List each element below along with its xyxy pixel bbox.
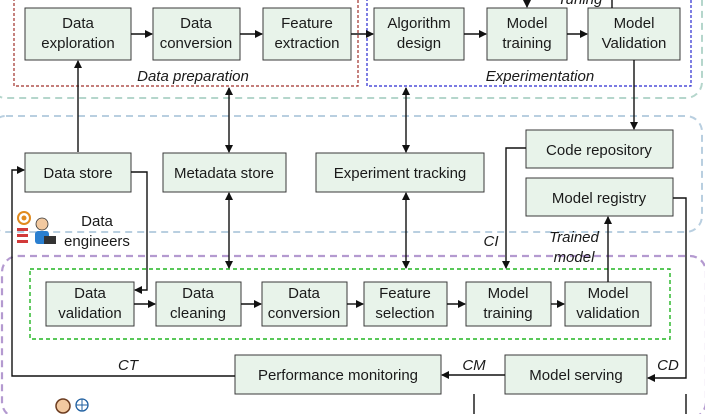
svg-text:design: design bbox=[397, 35, 441, 52]
svg-text:Code repository: Code repository bbox=[546, 142, 652, 159]
performance-monitoring-node: Performance monitoring bbox=[234, 354, 442, 395]
data-preparation-caption: Data preparation bbox=[137, 68, 249, 85]
svg-text:Model: Model bbox=[507, 15, 548, 32]
svg-text:Feature: Feature bbox=[281, 15, 333, 32]
feature-extraction-node: Feature extraction bbox=[262, 7, 352, 61]
ml-engineer-icon bbox=[55, 398, 89, 414]
data-conversion-top-node: Data conversion bbox=[152, 7, 241, 61]
data-engineers-icon bbox=[17, 211, 56, 244]
model-serving-node: Model serving bbox=[504, 354, 648, 395]
svg-text:Model: Model bbox=[488, 285, 529, 302]
svg-text:Data: Data bbox=[288, 285, 320, 302]
svg-text:Metadata store: Metadata store bbox=[174, 165, 274, 182]
data-store-node: Data store bbox=[24, 152, 132, 193]
experiment-tracking-node: Experiment tracking bbox=[315, 152, 485, 193]
svg-text:extraction: extraction bbox=[274, 35, 339, 52]
data-cleaning-node: Data cleaning bbox=[155, 281, 242, 327]
model-validation-top-node: Model Validation bbox=[587, 7, 681, 61]
section-top bbox=[0, 0, 703, 99]
svg-text:validation: validation bbox=[576, 305, 639, 322]
model-registry-node: Model registry bbox=[525, 177, 674, 217]
svg-text:selection: selection bbox=[375, 305, 434, 322]
pipeline-group bbox=[29, 268, 671, 340]
metadata-store-node: Metadata store bbox=[162, 152, 287, 193]
svg-text:Validation: Validation bbox=[602, 35, 667, 52]
model-validation-bottom-node: Model validation bbox=[564, 281, 652, 327]
experimentation-caption: Experimentation bbox=[486, 68, 594, 85]
svg-text:Model: Model bbox=[614, 15, 655, 32]
svg-text:training: training bbox=[502, 35, 551, 52]
edge-coderepo-pipeline bbox=[502, 147, 526, 269]
svg-text:cleaning: cleaning bbox=[170, 305, 226, 322]
tuning-caption: Tuning bbox=[558, 0, 603, 8]
algorithm-design-node: Algorithm design bbox=[373, 7, 465, 61]
model-training-top-node: Model training bbox=[486, 7, 568, 61]
cm-label: CM bbox=[462, 357, 486, 374]
cd-label: CD bbox=[657, 357, 679, 374]
svg-text:Model registry: Model registry bbox=[552, 190, 647, 207]
svg-text:validation: validation bbox=[58, 305, 121, 322]
svg-text:Data store: Data store bbox=[43, 165, 112, 182]
svg-text:conversion: conversion bbox=[160, 35, 233, 52]
svg-text:Data: Data bbox=[62, 15, 94, 32]
svg-text:exploration: exploration bbox=[41, 35, 114, 52]
trained-model-label-2: model bbox=[554, 249, 596, 266]
trained-model-label-1: Trained bbox=[549, 229, 599, 246]
code-repository-node: Code repository bbox=[525, 129, 674, 169]
experimentation-group bbox=[366, 0, 692, 87]
section-middle bbox=[0, 115, 703, 233]
edge-registry-serving bbox=[647, 197, 687, 382]
svg-text:conversion: conversion bbox=[268, 305, 341, 322]
svg-text:Performance monitoring: Performance monitoring bbox=[258, 367, 418, 384]
data-exploration-node: Data exploration bbox=[24, 7, 132, 61]
svg-text:Model: Model bbox=[588, 285, 629, 302]
svg-text:Data: Data bbox=[180, 15, 212, 32]
data-engineers-label-1: Data bbox=[81, 213, 113, 230]
svg-text:Experiment tracking: Experiment tracking bbox=[334, 165, 467, 182]
svg-text:Data: Data bbox=[182, 285, 214, 302]
svg-text:Data: Data bbox=[74, 285, 106, 302]
data-validation-node: Data validation bbox=[45, 281, 135, 327]
data-conversion-bottom-node: Data conversion bbox=[261, 281, 348, 327]
svg-text:Model serving: Model serving bbox=[529, 367, 622, 384]
ci-label: CI bbox=[484, 233, 499, 250]
feature-selection-node: Feature selection bbox=[363, 281, 448, 327]
edge-tuning-loop bbox=[523, 0, 613, 8]
model-training-bottom-node: Model training bbox=[465, 281, 552, 327]
data-engineers-label-2: engineers bbox=[64, 233, 130, 250]
svg-text:training: training bbox=[483, 305, 532, 322]
ct-label: CT bbox=[118, 357, 140, 374]
svg-text:Algorithm: Algorithm bbox=[387, 15, 450, 32]
svg-text:Feature: Feature bbox=[379, 285, 431, 302]
edge-store-validation bbox=[131, 171, 148, 294]
edge-monitoring-store bbox=[11, 166, 235, 377]
data-preparation-group bbox=[13, 0, 359, 87]
section-bottom bbox=[0, 254, 705, 414]
